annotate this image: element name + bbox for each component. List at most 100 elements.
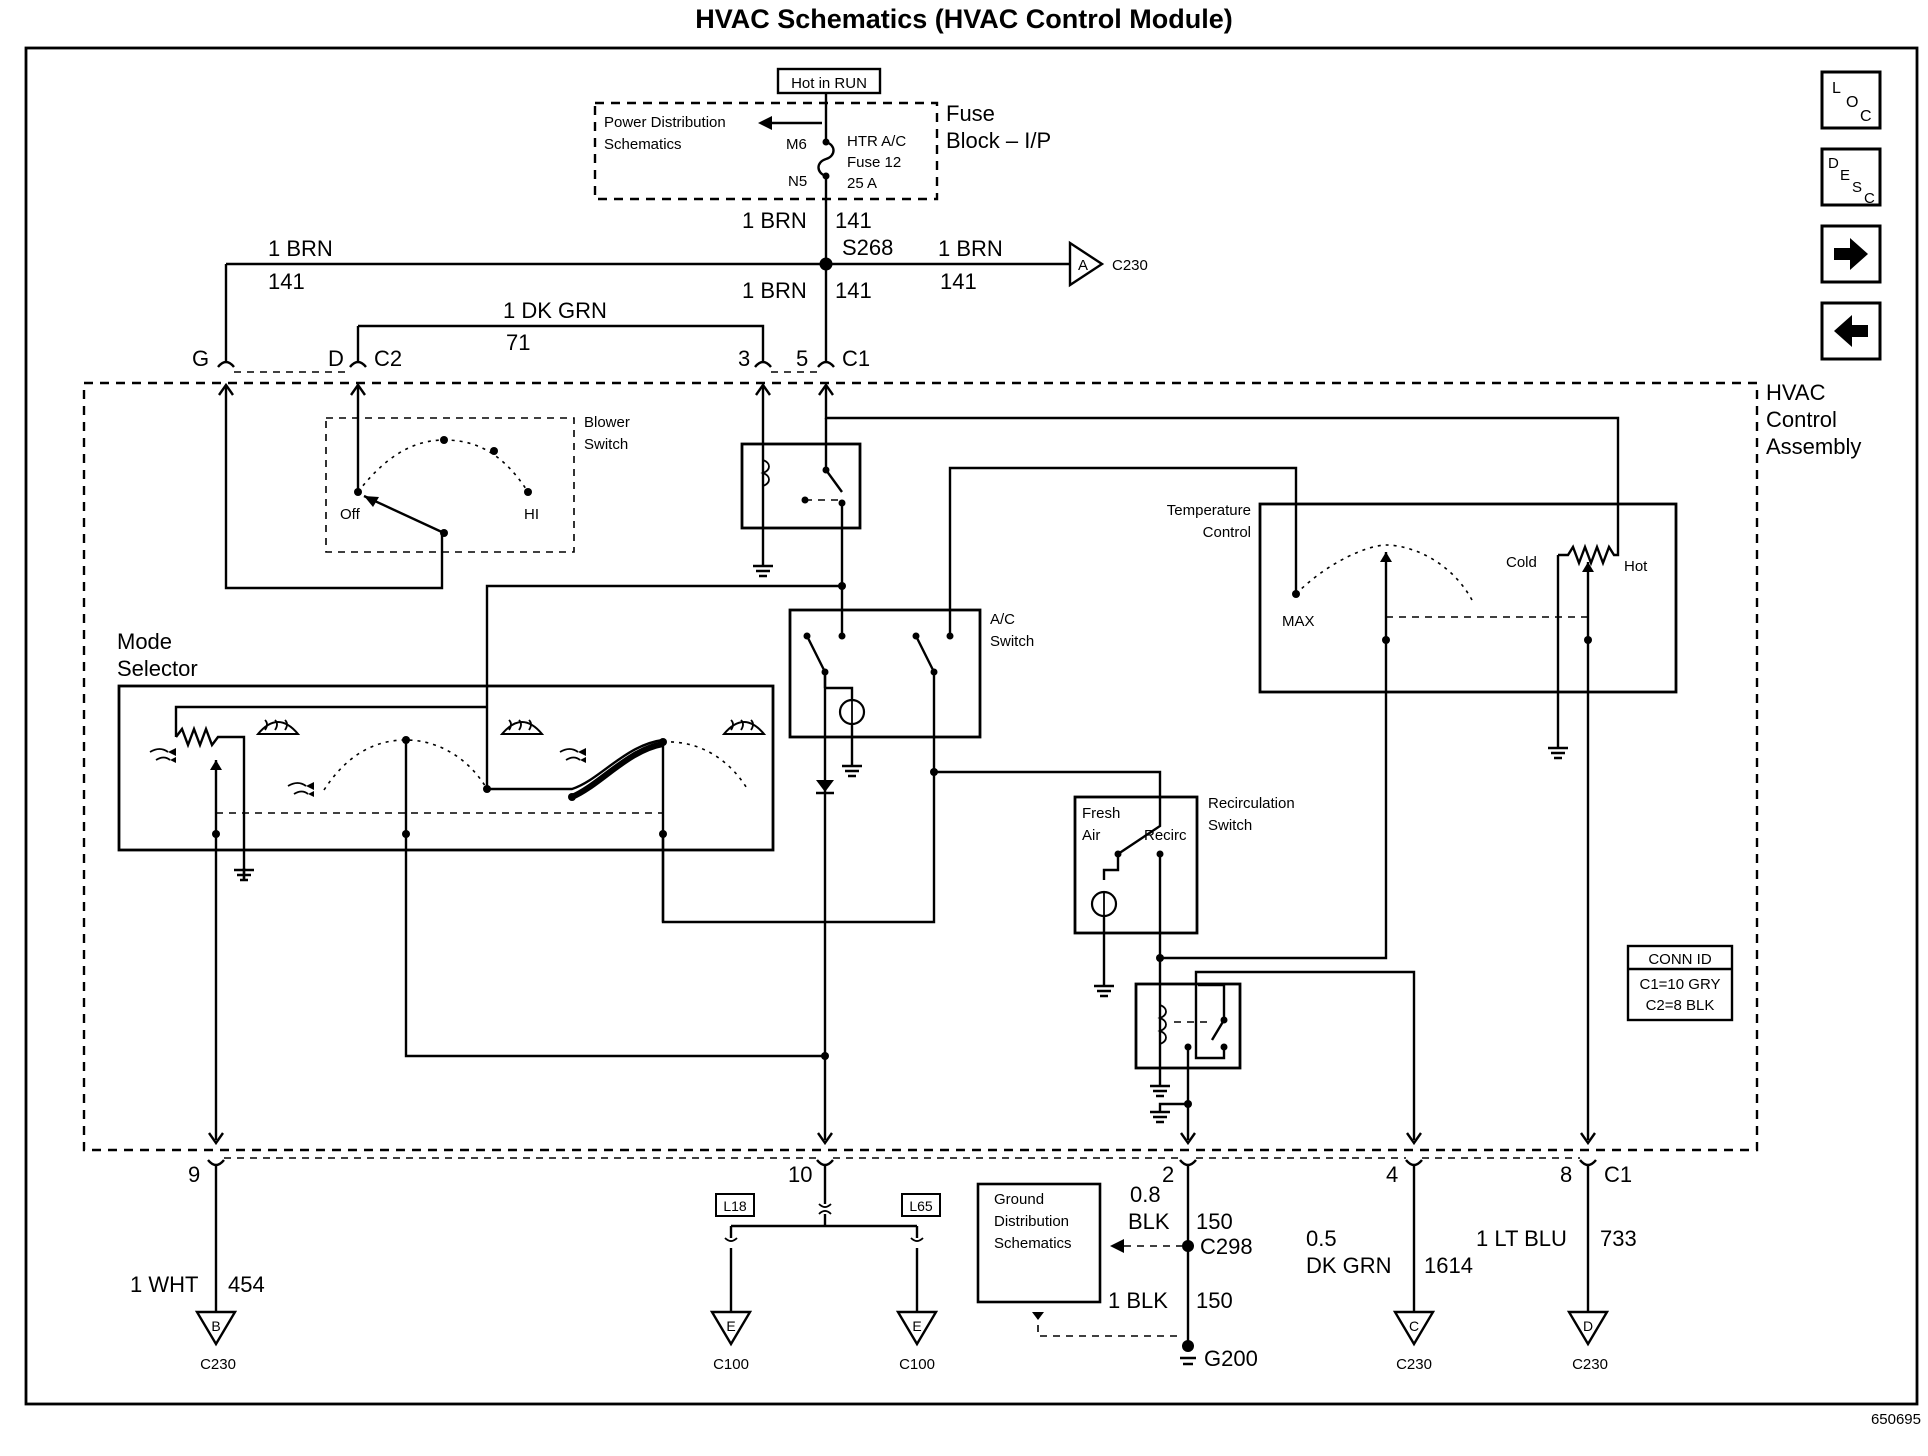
ground-icon	[753, 557, 773, 578]
svg-text:C1: C1	[1604, 1162, 1632, 1187]
hot-in-run-box	[776, 67, 882, 95]
svg-text:Switch: Switch	[990, 633, 1034, 650]
svg-text:Switch: Switch	[1208, 817, 1252, 834]
svg-text:Recirc: Recirc	[1144, 827, 1187, 844]
floor-vent-icon	[287, 782, 314, 797]
svg-text:Ground: Ground	[994, 1191, 1044, 1208]
svg-text:CONN ID: CONN ID	[1648, 951, 1712, 968]
svg-text:C100: C100	[899, 1356, 935, 1373]
connector-e-icon	[709, 1310, 753, 1347]
svg-text:1 BRN: 1 BRN	[742, 278, 807, 303]
svg-text:0.5: 0.5	[1306, 1226, 1337, 1251]
connector-a-icon	[1068, 240, 1105, 288]
svg-text:Recirculation: Recirculation	[1208, 795, 1295, 812]
mode-selector-label: Mode	[117, 629, 172, 654]
svg-text:2: 2	[1162, 1162, 1174, 1187]
ground-icon	[1180, 1356, 1196, 1366]
hot-in-run-label: Hot in RUN	[791, 75, 867, 92]
svg-text:E: E	[1840, 167, 1850, 184]
svg-text:1 WHT: 1 WHT	[130, 1272, 198, 1297]
connector-c230-label: C230	[1112, 257, 1148, 274]
floor-vent-icon	[559, 748, 586, 763]
svg-text:L65: L65	[909, 1198, 933, 1214]
mode-selector	[117, 684, 775, 852]
svg-text:E: E	[726, 1318, 735, 1334]
svg-text:1 BRN: 1 BRN	[742, 208, 807, 233]
svg-text:71: 71	[506, 330, 530, 355]
svg-text:C: C	[1409, 1318, 1419, 1334]
desc-button[interactable]: D E S C	[1820, 147, 1882, 207]
connector-c-icon	[1392, 1310, 1436, 1347]
svg-text:Fresh: Fresh	[1082, 805, 1120, 822]
ground-icon	[1548, 740, 1568, 760]
svg-text:D: D	[1583, 1318, 1593, 1334]
svg-text:1614: 1614	[1424, 1253, 1473, 1278]
next-button[interactable]	[1820, 224, 1882, 284]
svg-text:C230: C230	[200, 1356, 236, 1373]
svg-text:C298: C298	[1200, 1234, 1253, 1259]
svg-text:O: O	[1846, 94, 1858, 111]
svg-text:L: L	[1832, 80, 1841, 97]
fuse-block-outline	[593, 101, 939, 201]
svg-text:A/C: A/C	[990, 611, 1015, 628]
svg-text:Air: Air	[1082, 827, 1100, 844]
arrow-left-icon	[1834, 315, 1868, 347]
svg-text:Cold: Cold	[1506, 554, 1537, 571]
resistor-icon	[175, 725, 246, 880]
svg-text:Switch: Switch	[584, 436, 628, 453]
svg-text:9: 9	[188, 1162, 200, 1187]
temperature-control	[1258, 502, 1678, 694]
svg-text:Blower: Blower	[584, 414, 630, 431]
svg-text:5: 5	[796, 346, 808, 371]
svg-text:25 A: 25 A	[847, 175, 877, 192]
svg-text:Schematics: Schematics	[604, 136, 682, 153]
svg-text:Selector: Selector	[117, 656, 198, 681]
fuse-pin-n5: N5	[788, 173, 807, 190]
arrow-right-icon	[1834, 238, 1868, 270]
conn-id-box: CONN ID C1=10 GRY C2=8 BLK	[1626, 944, 1734, 1022]
svg-text:Fuse 12: Fuse 12	[847, 154, 901, 171]
fuse-icon	[817, 140, 835, 178]
svg-text:150: 150	[1196, 1209, 1233, 1234]
svg-text:733: 733	[1600, 1226, 1637, 1251]
svg-text:E: E	[912, 1318, 921, 1334]
svg-text:Schematics: Schematics	[994, 1235, 1072, 1252]
ground-icon	[234, 868, 254, 882]
svg-text:D: D	[328, 346, 344, 371]
svg-text:Temperature: Temperature	[1167, 502, 1251, 519]
assembly-label: HVAC	[1766, 380, 1826, 405]
svg-text:Assembly: Assembly	[1766, 434, 1861, 459]
vent-icon	[149, 748, 176, 763]
loc-button[interactable]: L O C	[1820, 70, 1882, 130]
arrow-left-icon	[758, 116, 772, 130]
svg-text:C100: C100	[713, 1356, 749, 1373]
svg-text:0.8: 0.8	[1130, 1182, 1161, 1207]
ground-icon	[1094, 978, 1114, 998]
svg-text:1 BRN: 1 BRN	[938, 236, 1003, 261]
svg-text:C1=10 GRY: C1=10 GRY	[1639, 976, 1720, 993]
ground-icon	[1150, 1078, 1170, 1098]
connector-d-icon	[1566, 1310, 1610, 1347]
top-connector-row	[217, 360, 835, 373]
svg-text:L18: L18	[723, 1198, 747, 1214]
svg-text:C: C	[1864, 190, 1875, 207]
ground-icon	[1150, 1102, 1188, 1124]
ground-icon	[842, 757, 862, 778]
svg-text:BLK: BLK	[1128, 1209, 1170, 1234]
svg-text:8: 8	[1560, 1162, 1572, 1187]
fuse-label: HTR A/C	[847, 133, 906, 150]
svg-text:HI: HI	[524, 506, 539, 523]
temp-potentiometer-icon	[1558, 543, 1620, 567]
svg-text:C2: C2	[374, 346, 402, 371]
svg-text:MAX: MAX	[1282, 613, 1315, 630]
svg-text:1 BLK: 1 BLK	[1108, 1288, 1168, 1313]
svg-text:Block – I/P: Block – I/P	[946, 128, 1051, 153]
svg-text:C1: C1	[842, 346, 870, 371]
svg-text:141: 141	[835, 208, 872, 233]
diode-icon	[816, 780, 834, 792]
splice-label: S268	[842, 235, 893, 260]
defrost-icon	[721, 719, 767, 735]
prev-button[interactable]	[1820, 301, 1882, 361]
